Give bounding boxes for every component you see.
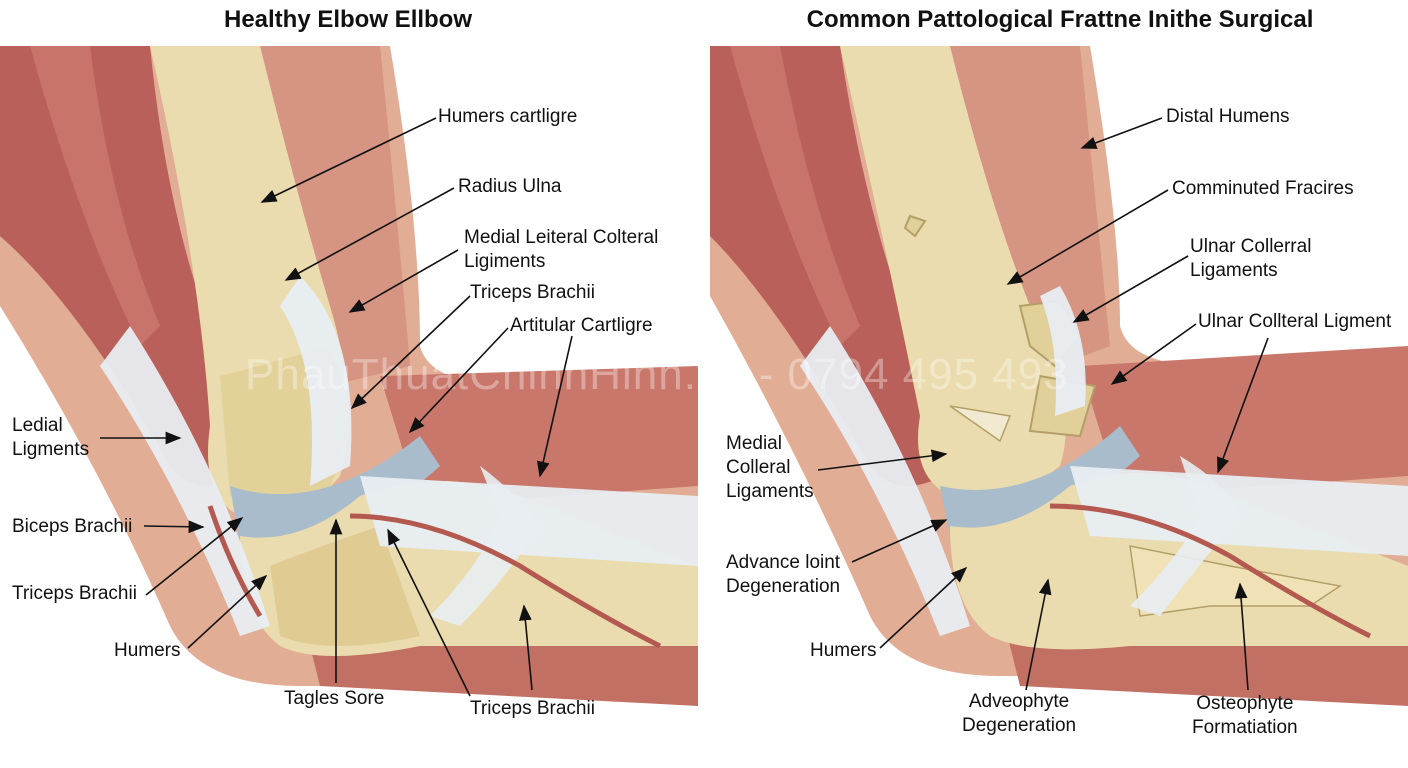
watermark-text: PhauThuatChinhHinh.vn - 0794 495 493 — [245, 350, 1069, 399]
label-line: Advance loint — [726, 552, 841, 573]
label-line: Formatiation — [1192, 717, 1298, 738]
label-artitular-cartligre: Artitular Cartligre — [510, 315, 653, 336]
label-line: Medial — [726, 433, 782, 454]
label-humers-cartligre: Humers cartligre — [438, 106, 578, 127]
label-line: Medial Leiteral Colteral — [464, 227, 659, 248]
label-humers-left: Humers — [114, 640, 181, 661]
label-line: Degeneration — [726, 576, 841, 597]
label-line: Ligaments — [726, 481, 814, 502]
label-triceps-brachii-bottom: Triceps Brachii — [470, 698, 595, 719]
label-radius-ulna: Radius Ulna — [458, 176, 562, 197]
label-osteophyte-formatiation: Osteophyte Formatiation — [1192, 692, 1298, 740]
right-panel-title: Common Pattological Frattne Inithe Surgi… — [806, 6, 1314, 33]
label-comminuted-fracires: Comminuted Fracires — [1172, 178, 1354, 199]
healthy-elbow-illustration — [0, 46, 698, 768]
label-triceps-brachii-top: Triceps Brachii — [470, 282, 595, 303]
label-ulnar-collerral-ligaments: Ulnar Collerral Ligaments — [1190, 235, 1311, 283]
label-adveophyte-degeneration: Adveophyte Degeneration — [962, 690, 1076, 738]
label-line: Ligaments — [1190, 260, 1278, 281]
label-biceps-brachii: Biceps Brachii — [12, 516, 133, 537]
label-advance-loint-degeneration: Advance loint Degeneration — [726, 551, 840, 599]
label-ulnar-collteral-ligment: Ulnar Collteral Ligment — [1198, 311, 1392, 332]
label-line: Ledial — [12, 415, 63, 436]
label-line: Ulnar Collerral — [1190, 236, 1312, 257]
label-line: Adveophyte — [968, 691, 1070, 712]
label-medial-colleral-ligaments: Medial Colleral Ligaments — [726, 432, 814, 504]
label-line: Colleral — [726, 457, 791, 478]
label-line: Ligments — [12, 439, 90, 460]
left-panel-title: Healthy Elbow Ellbow — [223, 6, 473, 33]
label-line: Ligiments — [464, 251, 546, 272]
label-line: Osteophyte — [1196, 693, 1294, 714]
label-distal-humens: Distal Humens — [1166, 106, 1290, 127]
label-tagles-sore: Tagles Sore — [284, 688, 385, 709]
label-humers-right: Humers — [810, 640, 877, 661]
label-ledial-ligments: Ledial Ligments — [12, 414, 89, 462]
label-triceps-brachii-left: Triceps Brachii — [12, 583, 137, 604]
label-medial-leiteral-colteral-ligiments: Medial Leiteral Colteral Ligiments — [464, 226, 658, 274]
label-line: Degeneration — [962, 715, 1077, 736]
